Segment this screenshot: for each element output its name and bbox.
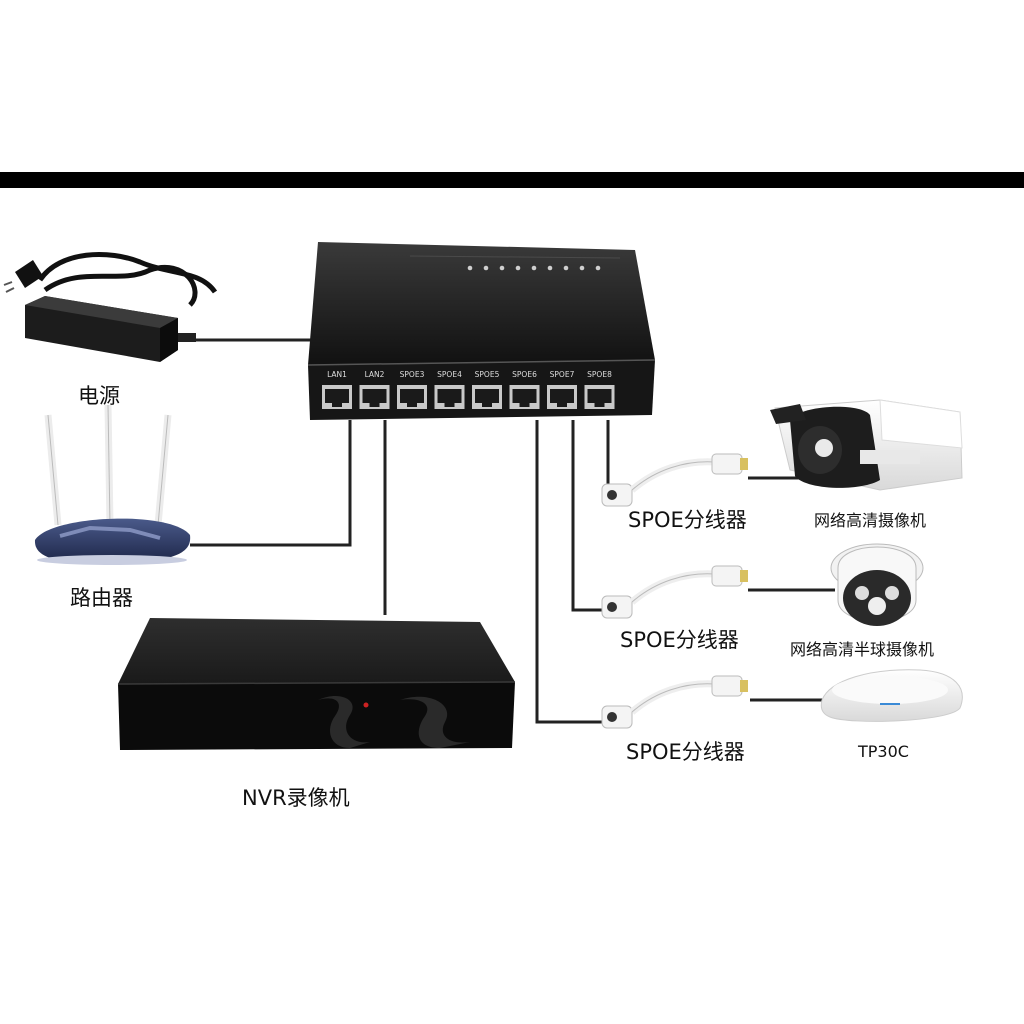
switch-port-lan2: LAN2 (359, 370, 390, 409)
switch-port-label: SPOE7 (550, 370, 575, 379)
switch-port-label: SPOE3 (400, 370, 425, 379)
switch-port-label: SPOE6 (512, 370, 537, 379)
switch-port-label: SPOE5 (475, 370, 500, 379)
dome-camera-icon (830, 543, 924, 626)
nvr-label: NVR录像机 (242, 786, 350, 810)
splitter-2-label: SPOE分线器 (620, 628, 739, 652)
cables (190, 338, 835, 724)
switch-port-label: SPOE8 (587, 370, 612, 379)
spoe-splitter-2-icon (601, 565, 748, 619)
splitter-3-label: SPOE分线器 (626, 740, 745, 764)
cable-splitter-2 (571, 420, 608, 612)
switch-port-label: LAN1 (327, 370, 347, 379)
status-leds (467, 265, 601, 271)
cable-router (190, 420, 352, 547)
switch-port-label: SPOE4 (437, 370, 462, 379)
access-point-icon (820, 669, 963, 722)
access-point-label: TP30C (858, 742, 909, 761)
switch-port-spoe7: SPOE7 (547, 370, 577, 409)
switch-port-lan1: LAN1 (322, 370, 352, 409)
router-icon (34, 404, 191, 565)
spoe-splitter-3-icon (601, 675, 748, 729)
top-divider-bar (0, 172, 1024, 188)
power-adapter-icon (3, 252, 218, 362)
splitter-1-label: SPOE分线器 (628, 508, 747, 532)
router-label: 路由器 (70, 586, 133, 610)
bullet-camera-label: 网络高清摄像机 (814, 511, 927, 530)
switch-port-spoe4: SPOE4 (434, 370, 465, 409)
switch-port-spoe5: SPOE5 (472, 370, 502, 409)
switch-ports: LAN1 LAN2 SPOE3 SPOE4 SPOE5 SPOE6 SPOE7 SPOE8 (322, 370, 615, 409)
spoe-splitter-1-icon (601, 453, 748, 507)
switch-port-spoe8: SPOE8 (584, 370, 615, 409)
switch-port-spoe3: SPOE3 (397, 370, 427, 409)
bullet-camera-icon (770, 399, 963, 491)
cable-splitter-3 (535, 420, 608, 724)
switch-port-label: LAN2 (365, 370, 385, 379)
dome-camera-label: 网络高清半球摄像机 (790, 640, 935, 659)
power-adapter-label: 电源 (78, 384, 120, 408)
nvr-recorder-icon (117, 618, 516, 750)
switch-port-spoe6: SPOE6 (509, 370, 540, 409)
